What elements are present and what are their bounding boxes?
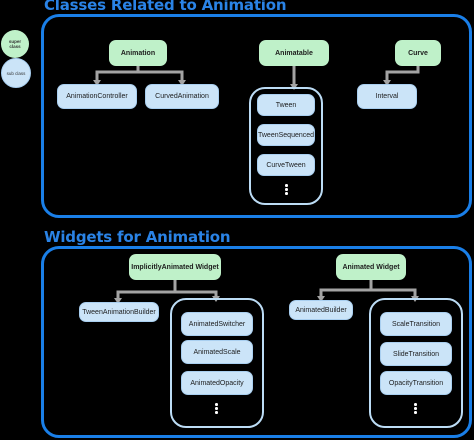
node-tweenanimationbuilder: TweenAnimationBuilder [79,302,159,322]
node-animatedopacity: AnimatedOpacity [181,371,253,395]
node-curvetween: CurveTween [257,154,315,176]
connector-animated-widget [319,278,417,298]
node-animation: Animation [109,40,167,66]
node-animatedswitcher: AnimatedSwitcher [181,312,253,336]
section-title-classes: Classes Related to Animation [44,0,287,14]
connector-curve [385,64,420,82]
section-title-widgets: Widgets for Animation [44,228,231,246]
group-animatable-children [249,87,323,205]
node-curvedanimation: CurvedAnimation [145,84,219,109]
ellipsis-animatable [285,184,288,195]
connector-implicitly-animated [116,278,218,300]
node-animatedscale: AnimatedScale [181,340,253,364]
node-curve: Curve [395,40,441,66]
section-widgets [41,246,472,438]
legend-super-class: super class [1,30,29,58]
node-scaletransition: ScaleTransition [380,312,452,336]
legend-sub-class: sub class [1,58,31,88]
node-slidetransition: SlideTransition [380,342,452,366]
node-opacitytransition: OpacityTransition [380,371,452,395]
connector-animation [95,64,184,82]
legend-sub-class-label: sub class [6,70,26,76]
node-animatable: Animatable [259,40,329,66]
node-implicitlyanimated-widget: ImplicitlyAnimated Widget [129,254,221,280]
group-implicitly-animated-children [170,298,264,428]
section-classes [41,14,472,218]
group-animated-widget-children [369,298,463,428]
node-interval: Interval [357,84,417,109]
node-animated-widget: Animated Widget [336,254,406,280]
ellipsis-animated-widget [414,403,417,414]
legend-super-class-label: super class [8,39,22,49]
ellipsis-implicitly-animated [215,403,218,414]
node-animationcontroller: AnimationController [57,84,137,109]
node-tween: Tween [257,94,315,116]
node-animatedbuilder: AnimatedBuilder [289,300,353,320]
node-tweensequenced: TweenSequenced [257,124,315,146]
